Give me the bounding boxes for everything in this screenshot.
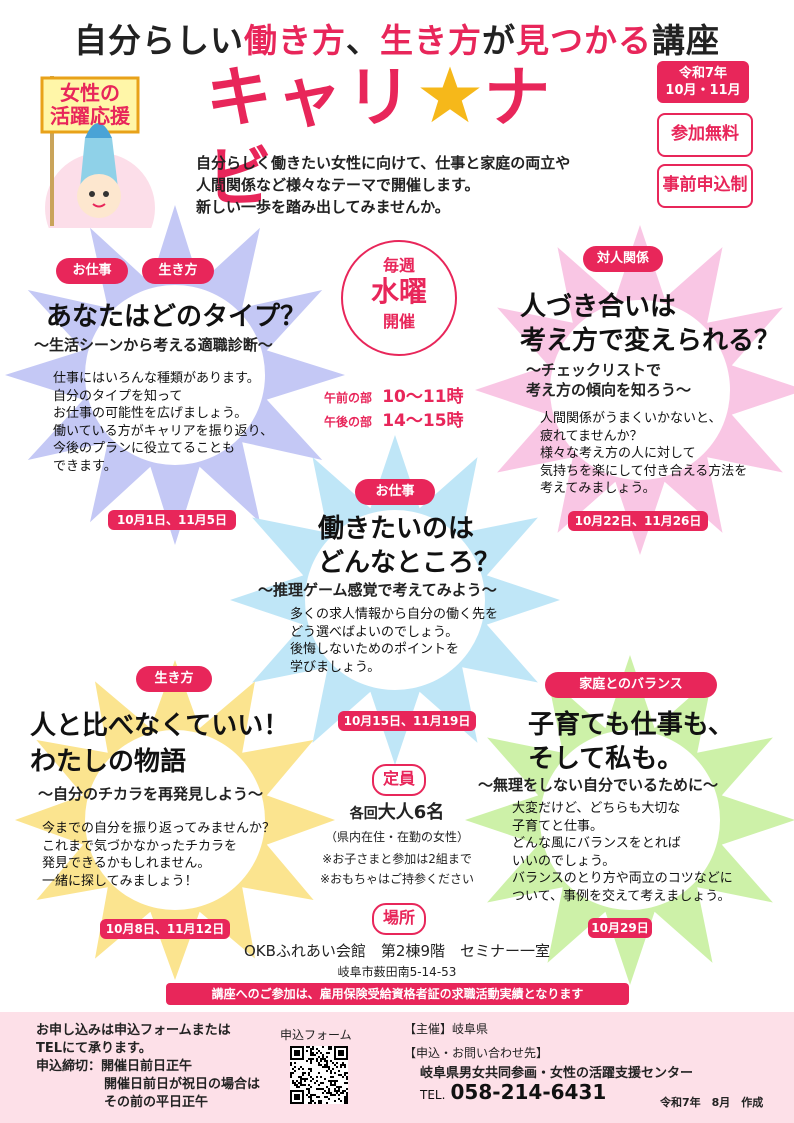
course-body: 多くの求人情報から自分の働く先を どう選べばよいのでしょう。 後悔しないためのポ…	[290, 607, 499, 675]
tag-relations: 対人関係	[583, 246, 663, 272]
title-part: が	[482, 21, 516, 60]
venue-address: 岐阜市薮田南5-14-53	[337, 965, 457, 979]
tag-work: お仕事	[355, 479, 435, 505]
pm-time: 14〜15時	[382, 411, 464, 431]
course-subtitle: 〜自分のチカラを再発見しよう〜	[38, 785, 264, 803]
notice-banner: 講座へのご参加は、雇用保険受給資格者証の求職活動実績となります	[166, 983, 629, 1005]
schedule-day: 水曜	[370, 275, 427, 308]
venue-label: 場所	[372, 903, 426, 935]
contact-tel: TEL. 058-214-6431	[420, 1080, 606, 1104]
tag-life: 生き方	[142, 258, 214, 284]
deadline-label: 申込締切：	[36, 1059, 102, 1074]
course-dates: 10月22日、11月26日	[568, 511, 708, 531]
starburst-center	[550, 300, 730, 480]
apply-info: お申し込みは申込フォームまたは TELにて承ります。 申込締切：開催日前日正午 …	[36, 1022, 260, 1112]
course-title: 働きたいのは どんなところ？	[318, 514, 501, 578]
deadline-line: 開催日前日正午	[101, 1059, 193, 1074]
brand-logo: キャリナビ	[206, 58, 606, 216]
mascot: 女性の 活躍応援	[30, 68, 170, 263]
created-date: 令和7年 8月 作成	[660, 1096, 764, 1109]
title-part: 、	[346, 21, 380, 60]
starburst-center	[85, 285, 265, 465]
title-part: 自分らしい	[74, 21, 244, 60]
course-dates: 10月1日、11月5日	[108, 510, 236, 530]
schedule-weekly: 毎週	[382, 256, 415, 275]
starburst-center	[305, 510, 485, 690]
pm-session: 午後の部 14〜15時	[324, 406, 464, 431]
schedule-circle: 毎週 水曜 開催	[341, 240, 457, 356]
tag-work: お仕事	[56, 258, 128, 284]
course-body: 仕事にはいろんな種類があります。 自分のタイプを知って お仕事の可能性を広げまし…	[53, 371, 274, 474]
am-session: 午前の部 10〜11時	[324, 382, 464, 407]
title-part: 働き方	[244, 21, 346, 60]
free-badge: 参加無料	[657, 113, 753, 157]
am-time: 10〜11時	[382, 387, 464, 407]
starburst-center	[85, 730, 265, 910]
course-title: 子育ても仕事も、 そして私も。	[528, 710, 734, 774]
tag-family-balance: 家庭とのバランス	[545, 672, 717, 698]
apply-line: お申し込みは申込フォームまたは	[36, 1023, 231, 1038]
flag-text: 女性の 活躍応援	[50, 81, 130, 128]
title-part: 見つかる	[516, 21, 652, 60]
contact-org: 岐阜県男女共同参画・女性の活躍支援センター	[420, 1066, 694, 1081]
course-subtitle: 〜チェックリストで 考え方の傾向を知ろう〜	[526, 361, 692, 399]
tag-life: 生き方	[136, 666, 212, 692]
date-badge: 令和7年 10月・11月	[657, 61, 749, 103]
course-subtitle: 〜無理をしない自分でいるために〜	[478, 776, 719, 794]
contact-label: 【申込・お問い合わせ先】	[404, 1046, 549, 1060]
capacity-number: 大人6名	[377, 802, 445, 823]
intro-text: 自分らしく働きたい女性に向けて、仕事と家庭の両立や 人間関係など様々なテーマで開…	[196, 154, 571, 216]
pm-label: 午後の部	[324, 415, 373, 429]
course-dates: 10月8日、11月12日	[100, 919, 230, 939]
capacity-note: ※お子さまと参加は2組まで	[322, 852, 472, 866]
title-part: 講座	[652, 21, 720, 60]
course-title: 人と比べなくていい！ わたしの物語	[30, 711, 290, 777]
host: 【主催】岐阜県	[404, 1022, 489, 1036]
course-title: 人づき合いは 考え方で変えられる？	[520, 292, 781, 356]
course-body: 大変だけど、どちらも大切な 子育てと仕事。 どんな風にバランスをとれば いいので…	[512, 801, 733, 904]
footer	[0, 1012, 794, 1123]
course-subtitle: 〜推理ゲーム感覚で考えてみよう〜	[258, 581, 497, 599]
form-label: 申込フォーム	[280, 1028, 352, 1042]
starburst-center	[540, 730, 720, 910]
tel-label: TEL.	[420, 1088, 446, 1102]
star-icon	[420, 66, 480, 123]
deadline-line: 開催日前日が祝日の場合は	[104, 1077, 261, 1092]
tel-number: 058-214-6431	[450, 1080, 607, 1104]
page-title: 自分らしい働き方、生き方が見つかる講座	[0, 14, 794, 62]
logo-right: ナビ	[206, 59, 554, 216]
course-dates: 10月15日、11月19日	[338, 711, 476, 731]
qr-code[interactable]	[290, 1046, 348, 1104]
course-body: 人間関係がうまくいかないと、 疲れてませんか？ 様々な考え方の人に対して 気持ち…	[540, 411, 748, 496]
capacity-label: 定員	[372, 764, 426, 796]
course-body: 今までの自分を振り返ってみませんか？ これまで気づかなかったチカラを 発見できる…	[42, 821, 275, 889]
reserve-badge: 事前申込制	[657, 164, 753, 208]
capacity-note: ※おもちゃはご持参ください	[319, 872, 475, 886]
apply-line: TELにて承ります。	[36, 1041, 152, 1056]
course-subtitle: 〜生活シーンから考える適職診断〜	[34, 336, 273, 354]
title-part: 生き方	[380, 21, 482, 60]
capacity-count: 各回大人6名	[300, 798, 494, 824]
venue-name: OKBふれあい会館 第2棟9階 セミナー一室	[243, 942, 551, 960]
deadline-line: その前の平日正午	[104, 1095, 209, 1110]
capacity-prefix: 各回	[349, 806, 378, 822]
am-label: 午前の部	[324, 391, 373, 405]
course-dates: 10月29日	[588, 918, 652, 938]
capacity-note: （県内在住・在勤の女性）	[324, 830, 469, 844]
logo-left: キャリ	[206, 59, 416, 136]
schedule-held: 開催	[382, 312, 415, 331]
course-title: あなたはどのタイプ？	[46, 302, 307, 332]
